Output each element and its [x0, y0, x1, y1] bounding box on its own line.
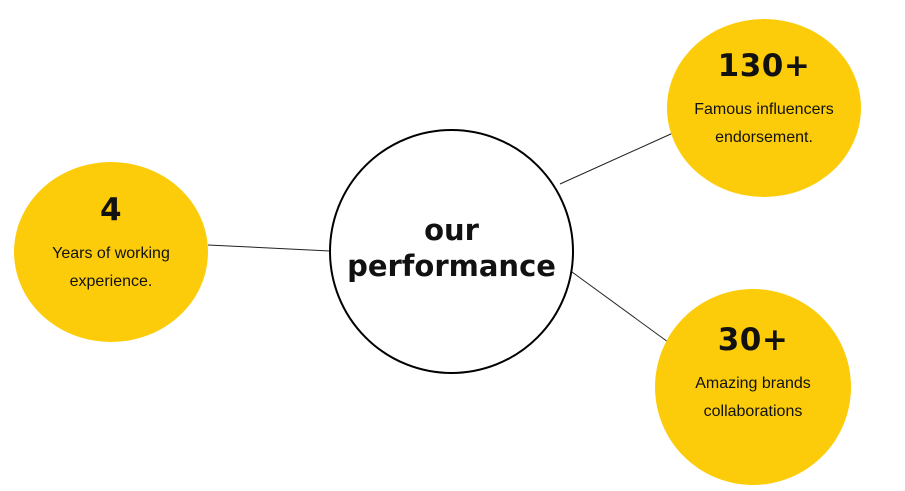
stat-description-years-line-2: experience. [69, 272, 153, 290]
stat-description-years: Years of working experience. [52, 240, 170, 296]
center-circle: our performance [329, 129, 574, 374]
stat-description-brands-line-1: Amazing brands [695, 374, 811, 392]
stat-description-years-line-1: Years of working [52, 244, 170, 262]
stat-circle-brands: 30+ Amazing brands collaborations [655, 289, 851, 485]
stat-description-brands-line-2: collaborations [703, 402, 803, 420]
stat-description-influencers-line-2: endorsement. [715, 128, 813, 146]
connector-left [207, 244, 331, 252]
stat-circle-influencers: 130+ Famous influencers endorsement. [667, 19, 861, 197]
stat-description-influencers-line-1: Famous influencers [694, 100, 834, 118]
center-title-line-1: our [424, 212, 479, 247]
stat-description-brands: Amazing brands collaborations [695, 370, 811, 426]
stat-circle-years: 4 Years of working experience. [14, 162, 208, 342]
connector-top-right [559, 132, 674, 185]
center-title-line-2: performance [347, 248, 556, 283]
stat-value-influencers: 130+ [717, 47, 811, 84]
stat-description-influencers: Famous influencers endorsement. [694, 96, 834, 152]
stat-value-brands: 30+ [717, 321, 789, 358]
connector-bottom-right [571, 271, 669, 343]
stat-value-years: 4 [99, 191, 123, 228]
center-title: our performance [347, 212, 556, 284]
